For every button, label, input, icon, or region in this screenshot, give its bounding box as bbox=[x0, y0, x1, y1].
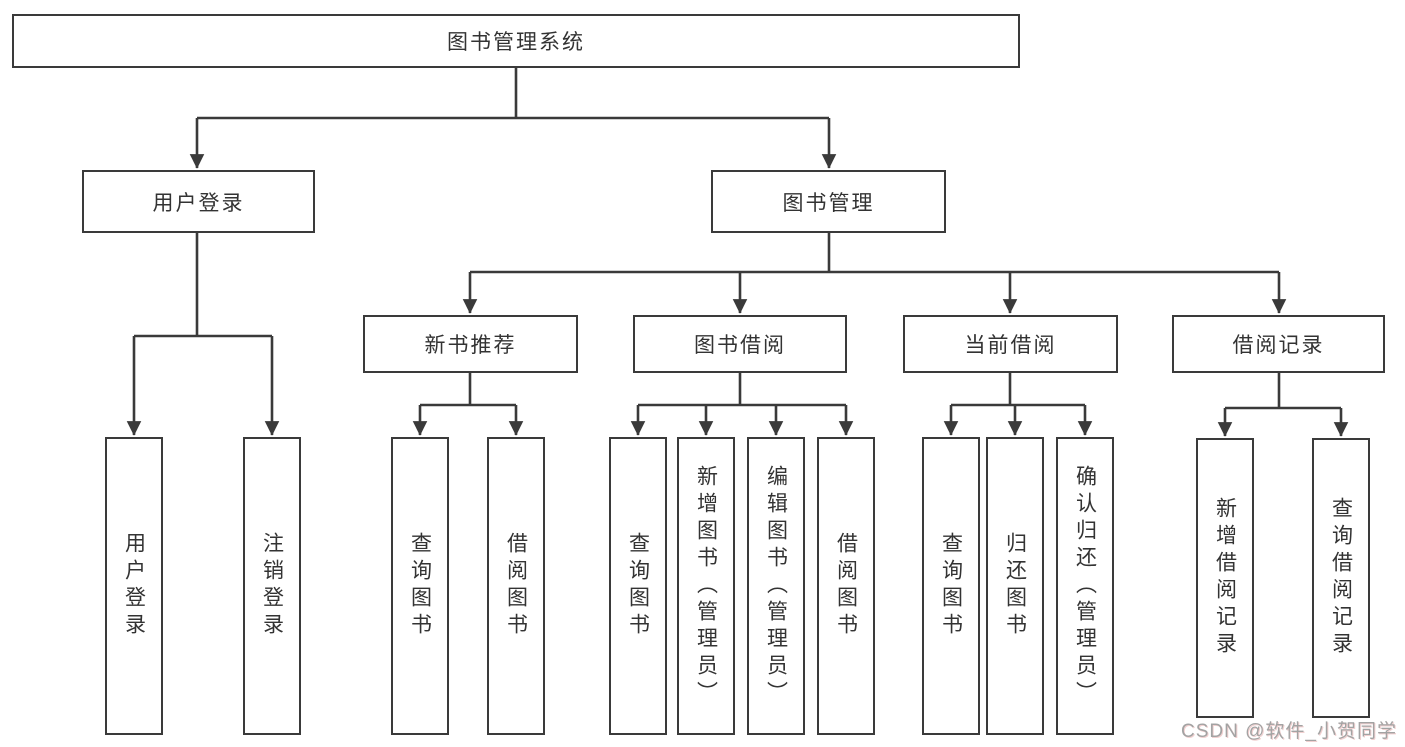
leaf-add-borrow-record: 新增借阅记录 bbox=[1196, 438, 1254, 718]
leaf-logout: 注销登录 bbox=[243, 437, 301, 735]
node-label: 图书管理系统 bbox=[447, 31, 585, 54]
leaf-borrow-books-newbook: 借阅图书 bbox=[487, 437, 545, 735]
node-borrowing-records: 借阅记录 bbox=[1172, 315, 1385, 373]
node-book-management: 图书管理 bbox=[711, 170, 946, 233]
node-new-book-recommend: 新书推荐 bbox=[363, 315, 578, 373]
leaf-borrow-books: 借阅图书 bbox=[817, 437, 875, 735]
node-label: 新书推荐 bbox=[424, 334, 517, 357]
node-label: 用户登录 bbox=[152, 191, 245, 215]
leaf-return-books: 归还图书 bbox=[986, 437, 1044, 735]
leaf-query-borrow-record: 查询借阅记录 bbox=[1312, 438, 1370, 718]
leaf-query-books-current: 查询图书 bbox=[922, 437, 980, 735]
node-label: 借阅记录 bbox=[1232, 334, 1325, 357]
node-label: 图书管理 bbox=[782, 191, 875, 215]
leaf-confirm-return-admin: 确认归还（管理员） bbox=[1056, 437, 1114, 735]
leaf-user-login: 用户登录 bbox=[105, 437, 163, 735]
node-current-borrowing: 当前借阅 bbox=[903, 315, 1118, 373]
node-user-login: 用户登录 bbox=[82, 170, 315, 233]
node-book-borrowing: 图书借阅 bbox=[633, 315, 847, 373]
node-label: 当前借阅 bbox=[964, 334, 1057, 357]
node-library-management-system: 图书管理系统 bbox=[12, 14, 1020, 68]
leaf-add-books-admin: 新增图书（管理员） bbox=[677, 437, 735, 735]
node-label: 图书借阅 bbox=[694, 334, 786, 357]
csdn-watermark: CSDN @软件_小贺同学 bbox=[1181, 721, 1397, 742]
leaf-edit-books-admin: 编辑图书（管理员） bbox=[747, 437, 805, 735]
leaf-query-books-newbook: 查询图书 bbox=[391, 437, 449, 735]
leaf-query-books-borrow: 查询图书 bbox=[609, 437, 667, 735]
